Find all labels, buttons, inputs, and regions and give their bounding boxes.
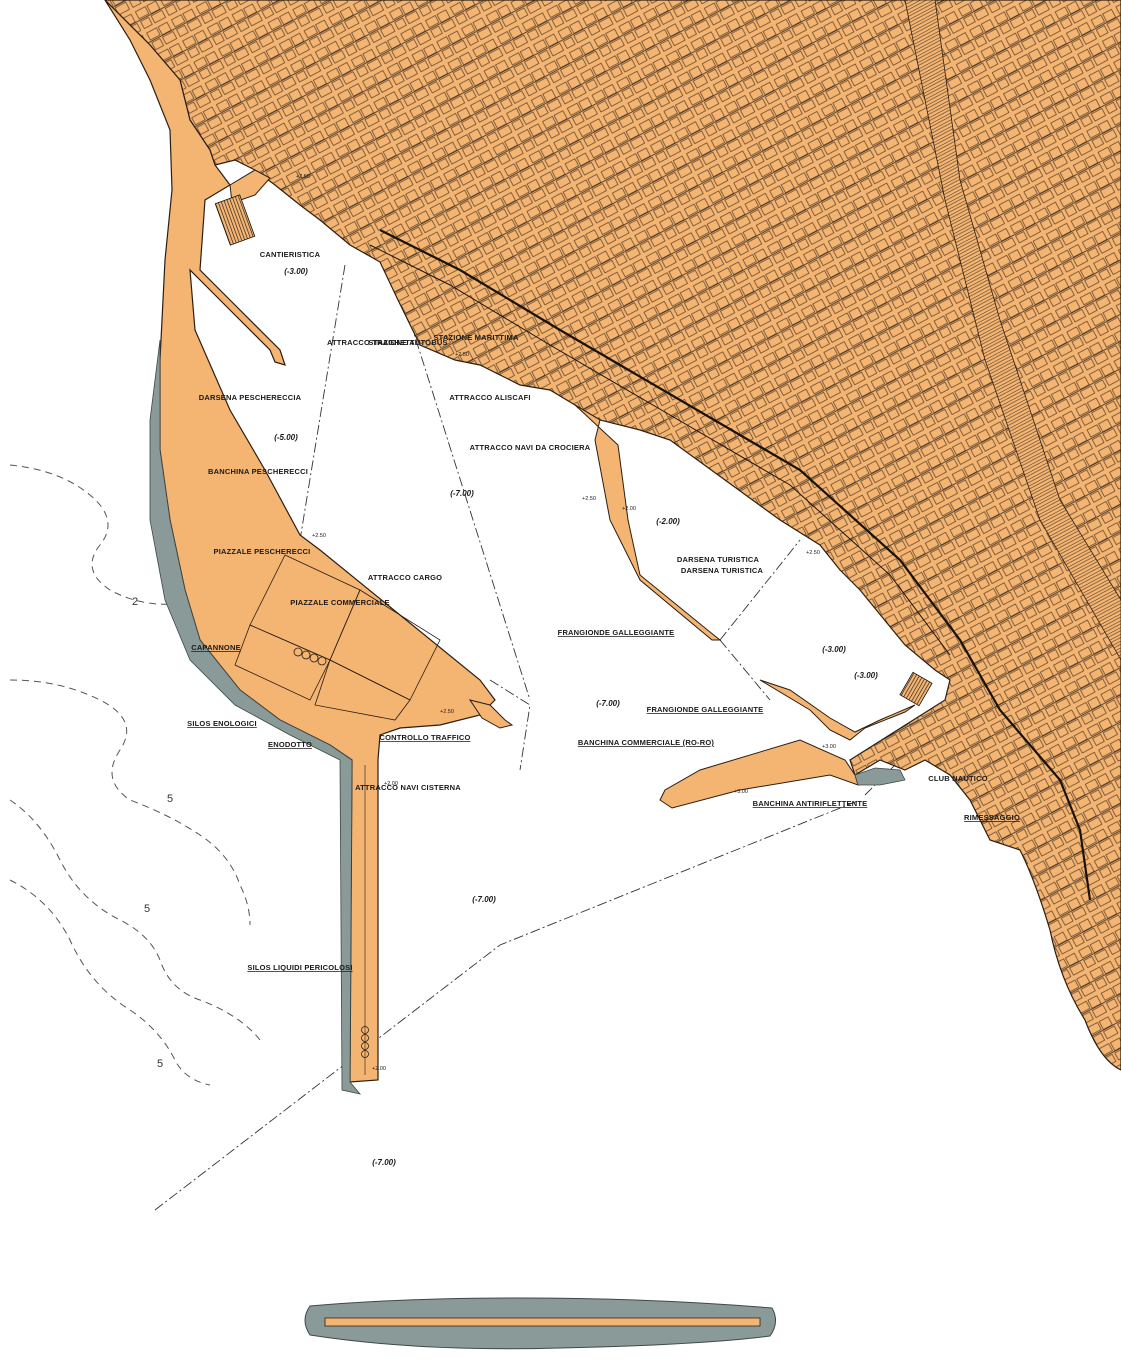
roro-breakwater-riprap [854, 767, 906, 786]
label-frangionde-1: FRANGIONDE GALLEGGIANTE [558, 628, 675, 637]
elev-8: +3.00 [734, 789, 748, 795]
roro-pier [659, 739, 859, 809]
label-banchina-antiriflettente: BANCHINA ANTIRIFLETTENTE [753, 799, 868, 808]
label-darsena-turistica-1: DARSENA TURISTICA [677, 555, 760, 564]
label-piazzale-pescherecci: PIAZZALE PESCHERECCI [214, 547, 311, 556]
label-attracco-cargo: ATTRACCO CARGO [368, 573, 442, 582]
contour-label-2: 2 [132, 596, 138, 608]
label-attracco-navi-crociera: ATTRACCO NAVI DA CROCIERA [470, 443, 591, 452]
contour-label-5c: 5 [157, 1058, 163, 1070]
depth-outer-south: (-7.00) [372, 1158, 396, 1167]
label-attracco-traghetti: ATTRACCO TRAGHETTI [327, 338, 417, 347]
frangionde-east [759, 679, 916, 741]
label-banchina-roro: BANCHINA COMMERCIALE (RO-RO) [578, 738, 714, 747]
elev-11: +2.50 [440, 709, 454, 715]
label-capannone: CAPANNONE [191, 643, 241, 652]
depth-turistica-a: (-2.00) [656, 517, 680, 526]
coastal-road [379, 229, 1092, 901]
depth-outer-east: (-7.00) [596, 699, 620, 708]
label-stazione-marittima: STAZIONE MARITTIMA [433, 333, 519, 342]
depth-pescherecci: (-5.00) [274, 433, 298, 442]
elev-5: +2.00 [622, 506, 636, 512]
label-attracco-aliscafi: ATTRACCO ALISCAFI [449, 393, 530, 402]
label-enodotto: ENODOTTO [268, 740, 312, 749]
depth-outer-mid: (-7.00) [472, 895, 496, 904]
label-controllo-traffico: CONTROLLO TRAFFICO [379, 733, 470, 742]
elev-2: +2.50 [455, 352, 469, 358]
elev-4: +2.50 [582, 496, 596, 502]
label-banchina-pescherecci: BANCHINA PESCHERECCI [208, 467, 308, 476]
slipway-ramp [214, 194, 256, 246]
silos-enologici-circles [293, 647, 327, 666]
railway [904, 0, 1121, 661]
area-labels: CANTIERISTICA (-3.00) DARSENA PESCHERECC… [187, 250, 1020, 1167]
cruise-pier [574, 404, 722, 641]
elevation-labels: +2.50 +2.50 +2.50 +2.50 +2.00 +2.50 +3.0… [296, 174, 836, 1072]
label-rimessaggio: RIMESSAGGIO [964, 813, 1020, 822]
depth-turistica-c: (-3.00) [854, 671, 878, 680]
city-land [104, 0, 1121, 1071]
west-breakwater-riprap [149, 339, 362, 1095]
depth-main-basin: (-7.00) [450, 489, 474, 498]
label-darsena-pescherecci: DARSENA PESCHERECCIA [199, 393, 302, 402]
depth-cantieristica: (-3.00) [284, 267, 308, 276]
label-silos-liquidi: SILOS LIQUIDI PERICOLOSI [247, 963, 352, 972]
label-frangionde-2: FRANGIONDE GALLEGGIANTE [647, 705, 764, 714]
contour-numbers: 2 5 5 5 [132, 596, 173, 1070]
contour-label-5b: 5 [144, 903, 150, 915]
coastal-road-inner [369, 244, 951, 656]
label-club-nautico: CLUB NAUTICO [928, 774, 987, 783]
elev-1: +2.50 [296, 174, 310, 180]
label-piazzale-commerciale: PIAZZALE COMMERCIALE [290, 598, 389, 607]
label-silos-enologici: SILOS ENOLOGICI [187, 719, 257, 728]
elev-6: +2.50 [806, 550, 820, 556]
elev-10: +2.00 [372, 1066, 386, 1072]
elev-7: +3.00 [822, 744, 836, 750]
contour-label-5a: 5 [167, 793, 173, 805]
traffic-control-jetty [468, 699, 514, 729]
label-cantieristica: CANTIERISTICA [260, 250, 321, 259]
label-stazione-autobus: STAZIONE AUTOBUS [368, 338, 447, 347]
label-darsena-turistica-2: DARSENA TURISTICA [681, 566, 764, 575]
elev-3: +2.50 [312, 533, 326, 539]
commercial-yard [234, 554, 441, 721]
label-attracco-navi-cisterna: ATTRACCO NAVI CISTERNA [355, 783, 461, 792]
turistica-ramp [899, 671, 933, 707]
elev-9: +2.00 [384, 781, 398, 787]
offshore-breakwater [304, 1297, 776, 1350]
depth-turistica-b: (-3.00) [822, 645, 846, 654]
